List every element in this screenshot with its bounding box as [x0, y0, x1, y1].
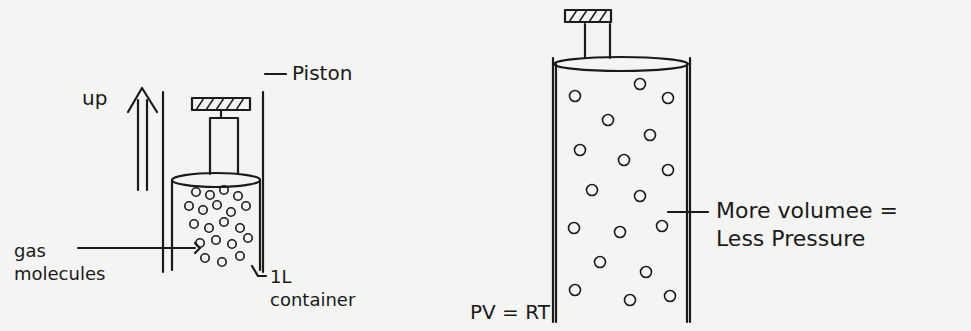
leader-line [78, 247, 195, 249]
equation-label: PV = RT [470, 300, 550, 325]
gas-molecule [205, 224, 213, 232]
gas-molecules [185, 186, 252, 266]
gas-molecule [220, 186, 228, 194]
gas-molecule [199, 206, 207, 214]
large-cylinder [553, 10, 690, 322]
gas-molecule [201, 254, 209, 262]
gas-molecule [206, 191, 214, 199]
gas-molecule [641, 267, 652, 278]
gas-molecule [220, 218, 228, 226]
gas-molecule [212, 236, 220, 244]
part-label: Piston [292, 61, 352, 86]
gas-molecule [645, 130, 656, 141]
up-arrow [128, 88, 157, 190]
gas-molecule [244, 234, 252, 242]
leader-arrow [195, 243, 200, 253]
gas-molecule [603, 115, 614, 126]
part-label: gas molecules [14, 240, 110, 285]
small-cylinder [163, 92, 263, 272]
leader-line [265, 73, 286, 75]
note-label: More volumee = Less Pressure [716, 197, 916, 252]
gas-molecule [227, 208, 235, 216]
gas-molecule [236, 224, 244, 232]
gas-molecule [242, 202, 250, 210]
gas-molecule [236, 252, 244, 260]
gas-molecule [234, 192, 242, 200]
gas-molecule [185, 202, 193, 210]
gas-molecule [619, 155, 630, 166]
gas-molecule [218, 258, 226, 266]
leader-line [252, 266, 266, 276]
gas-molecule [213, 201, 221, 209]
gas-molecule [569, 223, 580, 234]
leader-line [668, 211, 708, 213]
gas-molecule [570, 285, 581, 296]
gas-molecules [569, 79, 676, 306]
direction-label: up [82, 86, 107, 111]
gas-molecule [663, 93, 674, 104]
gas-molecule [190, 220, 198, 228]
gas-molecule [635, 79, 646, 90]
gas-molecule [570, 91, 581, 102]
gas-molecule [575, 145, 586, 156]
gas-molecule [228, 240, 236, 248]
gas-molecule [665, 291, 676, 302]
part-label: 1L container [270, 266, 374, 311]
gas-molecule [635, 191, 646, 202]
gas-molecule [615, 227, 626, 238]
gas-molecule [663, 165, 674, 176]
gas-molecule [595, 257, 606, 268]
gas-molecule [657, 221, 668, 232]
gas-molecule [625, 295, 636, 306]
gas-molecule [587, 185, 598, 196]
gas-molecule [192, 188, 200, 196]
